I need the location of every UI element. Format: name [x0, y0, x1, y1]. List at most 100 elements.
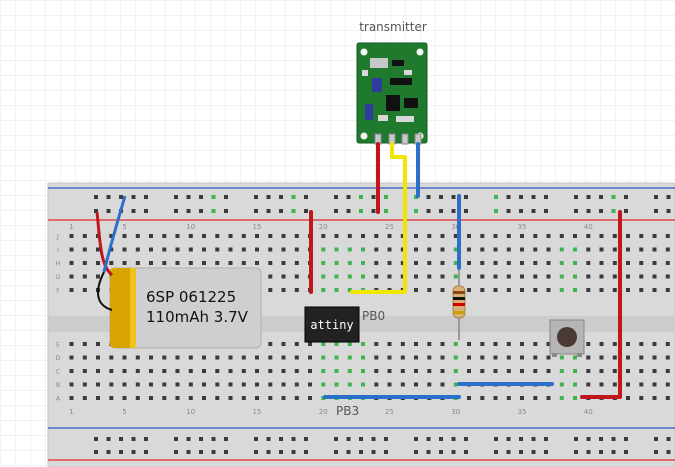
breadboard-hole — [294, 247, 299, 252]
breadboard-hole — [612, 382, 617, 387]
breadboard-hole — [652, 288, 657, 292]
breadboard-hole — [467, 234, 471, 238]
pcb-component — [362, 70, 368, 76]
breadboard-hole — [69, 274, 74, 279]
breadboard-hole — [666, 195, 671, 199]
breadboard-hole — [546, 396, 551, 400]
breadboard-hole — [255, 355, 259, 360]
breadboard-hole — [361, 342, 365, 346]
resistor-band — [453, 297, 465, 300]
breadboard-hole — [241, 382, 246, 387]
breadboard-hole — [639, 247, 644, 252]
breadboard-hole — [346, 195, 351, 199]
pcb-component — [370, 58, 388, 68]
breadboard-hole — [427, 261, 432, 265]
breadboard-hole — [215, 355, 220, 360]
breadboard-hole — [520, 288, 524, 292]
breadboard-hole — [347, 274, 352, 279]
column-number: 35 — [518, 408, 527, 416]
breadboard-hole — [467, 261, 471, 265]
column-number: 20 — [319, 223, 328, 231]
breadboard-hole — [599, 261, 604, 265]
breadboard-hole — [149, 247, 153, 252]
breadboard-hole — [149, 396, 153, 400]
breadboard-hole — [135, 382, 140, 387]
breadboard-hole — [546, 261, 551, 265]
breadboard-hole — [374, 247, 379, 252]
breadboard-hole — [626, 342, 630, 346]
breadboard-hole — [520, 369, 524, 373]
breadboard-hole — [506, 342, 511, 346]
breadboard-hole — [453, 342, 458, 346]
breadboard-hole — [268, 396, 273, 400]
breadboard-hole — [586, 209, 591, 213]
breadboard-hole — [188, 369, 193, 373]
row-letter: B — [56, 381, 60, 389]
breadboard-hole — [586, 247, 591, 252]
breadboard-hole — [304, 195, 308, 199]
breadboard-hole — [119, 195, 123, 199]
breadboard-hole — [122, 396, 127, 400]
breadboard-hole — [202, 382, 206, 387]
breadboard-hole — [599, 234, 604, 238]
breadboard-hole — [346, 437, 351, 441]
breadboard-hole — [122, 261, 127, 265]
breadboard-hole — [321, 261, 326, 265]
breadboard-hole — [162, 247, 167, 252]
breadboard-hole — [467, 274, 471, 279]
mount-hole — [360, 48, 368, 56]
breadboard-hole — [346, 209, 351, 213]
breadboard-hole — [188, 247, 193, 252]
breadboard-hole — [586, 288, 591, 292]
breadboard-hole — [612, 247, 617, 252]
breadboard-hole — [175, 396, 180, 400]
breadboard-hole — [440, 342, 445, 346]
pcb-component — [372, 78, 382, 92]
breadboard-hole — [573, 382, 577, 387]
row-letter: I — [57, 246, 59, 254]
breadboard-hole — [149, 234, 153, 238]
breadboard-hole — [480, 247, 485, 252]
breadboard-hole — [611, 437, 616, 441]
breadboard-hole — [135, 234, 140, 238]
breadboard-hole — [586, 450, 591, 454]
breadboard-hole — [241, 261, 246, 265]
breadboard-hole — [69, 234, 74, 238]
breadboard-hole — [544, 209, 548, 213]
breadboard-hole — [162, 382, 167, 387]
breadboard-hole — [533, 396, 538, 400]
breadboard-hole — [202, 247, 206, 252]
breadboard-hole — [573, 261, 577, 265]
breadboard-hole — [281, 288, 286, 292]
breadboard-hole — [321, 369, 326, 373]
breadboard-hole — [188, 382, 193, 387]
breadboard-hole — [135, 355, 140, 360]
breadboard-hole — [387, 261, 392, 265]
button-cap — [557, 327, 577, 347]
breadboard-hole — [175, 261, 180, 265]
column-number: 10 — [186, 408, 195, 416]
breadboard-hole — [427, 234, 432, 238]
breadboard-hole — [427, 355, 432, 360]
breadboard-hole — [135, 396, 140, 400]
breadboard-hole — [440, 274, 445, 279]
breadboard-hole — [149, 355, 153, 360]
breadboard-hole — [506, 234, 511, 238]
breadboard-hole — [652, 355, 657, 360]
breadboard-hole — [493, 247, 498, 252]
breadboard-hole — [69, 369, 74, 373]
breadboard-hole — [347, 355, 352, 360]
breadboard-hole — [414, 195, 418, 199]
breadboard-hole — [520, 234, 524, 238]
breadboard-hole — [135, 261, 140, 265]
breadboard-hole — [546, 234, 551, 238]
breadboard-hole — [586, 274, 591, 279]
breadboard-hole — [559, 261, 564, 265]
breadboard-hole — [304, 209, 308, 213]
breadboard-hole — [414, 437, 418, 441]
breadboard-hole — [464, 450, 468, 454]
breadboard-hole — [612, 261, 617, 265]
breadboard-hole — [574, 437, 578, 441]
breadboard-hole — [321, 274, 326, 279]
breadboard-hole — [241, 355, 246, 360]
